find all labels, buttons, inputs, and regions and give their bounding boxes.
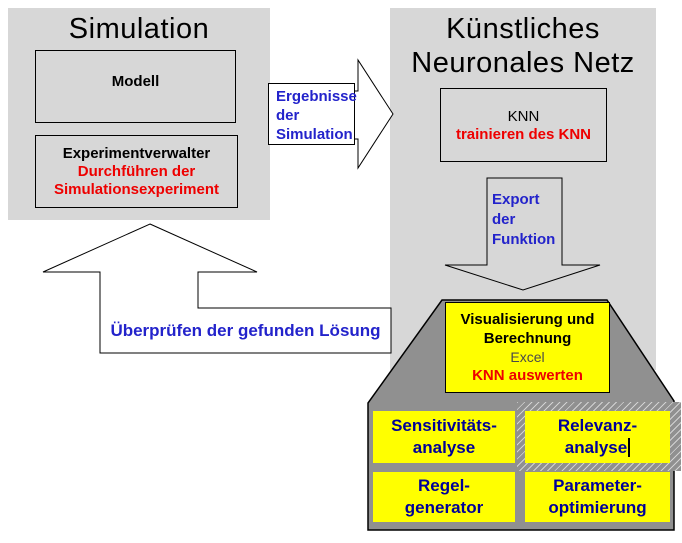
rel-line2-wrap: analyse bbox=[564, 437, 631, 459]
experimentverwalter-box: Experimentverwalter Durchführen der Simu… bbox=[35, 135, 238, 208]
module-sensitivitaetsanalyse: Sensitivitäts- analyse bbox=[373, 411, 515, 463]
knn-title-line1: Künstliches bbox=[446, 13, 600, 45]
simulation-title: Simulation bbox=[68, 13, 210, 45]
rel-line1: Relevanz- bbox=[557, 416, 638, 435]
module-relevanzanalyse[interactable]: Relevanz- analyse bbox=[525, 411, 670, 463]
verify-arrow bbox=[42, 223, 392, 354]
vis-line2: Berechnung bbox=[483, 330, 572, 347]
module-parameteroptimierung: Parameter- optimierung bbox=[525, 472, 670, 522]
modell-label: Modell bbox=[111, 73, 160, 90]
sens-line1: Sensitivitäts- bbox=[391, 416, 497, 435]
vis-line1: Visualisierung und bbox=[460, 311, 595, 328]
sens-line2: analyse bbox=[412, 438, 476, 457]
experiment-action-line2: Simulationsexperiment bbox=[53, 180, 220, 198]
results-label-box: Ergebnisse der Simulation bbox=[268, 83, 357, 145]
knn-box: KNN trainieren des KNN bbox=[440, 88, 607, 162]
knn-train-label: trainieren des KNN bbox=[455, 125, 592, 143]
text-cursor bbox=[628, 438, 631, 457]
visualisierung-box: Visualisierung und Berechnung Excel KNN … bbox=[445, 302, 610, 393]
param-line1: Parameter- bbox=[553, 476, 642, 495]
param-line2: optimierung bbox=[548, 498, 647, 517]
experiment-action-line1: Durchführen der bbox=[77, 162, 196, 180]
export-line2: der bbox=[492, 211, 516, 228]
export-arrow bbox=[444, 177, 601, 291]
regel-line1: Regel- bbox=[418, 476, 470, 495]
rel-line2: analyse bbox=[564, 438, 628, 457]
vis-knn-auswerten-label: KNN auswerten bbox=[472, 367, 583, 384]
module-regelgenerator: Regel- generator bbox=[373, 472, 515, 522]
modell-box: Modell bbox=[35, 50, 236, 123]
knn-panel-title: Künstliches Neuronales Netz bbox=[390, 12, 656, 80]
knn-title-line2: Neuronales Netz bbox=[411, 47, 635, 79]
export-line3: Funktion bbox=[492, 231, 556, 248]
export-line1: Export bbox=[492, 191, 540, 208]
simulation-panel: Simulation Modell Experimentverwalter Du… bbox=[8, 8, 270, 220]
results-line1: Ergebnisse bbox=[276, 88, 357, 105]
verify-label: Überprüfen der gefunden Lösung bbox=[110, 320, 381, 340]
experimentverwalter-label: Experimentverwalter bbox=[62, 144, 211, 162]
regel-line2: generator bbox=[404, 498, 484, 517]
results-line2: der bbox=[276, 107, 300, 124]
results-line3: Simulation bbox=[276, 126, 353, 143]
export-label: Export der Funktion bbox=[492, 190, 555, 250]
knn-label: KNN bbox=[507, 107, 540, 125]
vis-excel-label: Excel bbox=[510, 349, 545, 365]
